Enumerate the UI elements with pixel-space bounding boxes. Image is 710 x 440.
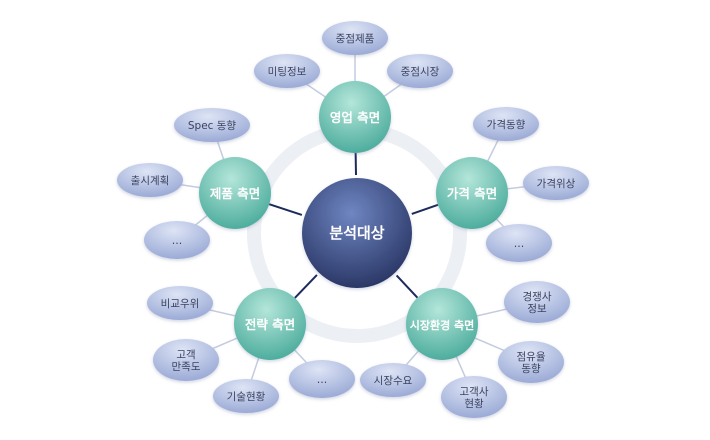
connector-product xyxy=(268,203,303,216)
leaf-label: 출시계획 xyxy=(131,175,170,187)
aspect-label: 가격 측면 xyxy=(447,186,497,201)
aspect-label: 제품 측면 xyxy=(210,186,260,201)
aspect-label: 영업 측면 xyxy=(330,110,380,125)
leaf-node-strategy: … xyxy=(289,360,355,398)
aspect-node-strategy: 전략 측면 xyxy=(234,288,306,360)
center-circle xyxy=(302,178,412,288)
leaf-node-product: … xyxy=(144,221,210,259)
leaf-bubble xyxy=(504,281,570,323)
leaf-bubble xyxy=(254,54,320,88)
leaf-node-sales: 중점시장 xyxy=(387,54,453,88)
leaf-bubble xyxy=(174,108,250,142)
connector-strategy xyxy=(294,274,318,299)
leaf-label: … xyxy=(172,235,183,247)
leaf-label: 비교우위 xyxy=(161,297,200,310)
leaf-label: 정보 xyxy=(527,303,547,315)
leaf-label: 경쟁사 xyxy=(523,290,552,303)
leaf-bubble xyxy=(213,379,279,413)
leaf-node-sales: 중점제품 xyxy=(322,21,388,55)
aspect-label: 시장환경 측면 xyxy=(410,318,475,332)
leaf-node-price: 가격위상 xyxy=(523,166,589,200)
aspect-circle xyxy=(199,157,271,229)
leaf-node-strategy: 비교우위 xyxy=(147,286,213,320)
leaf-bubble xyxy=(147,286,213,320)
leaf-label: 시장수요 xyxy=(374,375,413,387)
leaf-node-product: Spec 동향 xyxy=(174,108,250,142)
hub-connectors xyxy=(268,152,439,299)
aspect-label: 전략 측면 xyxy=(245,317,295,332)
leaf-node-market: 시장수요 xyxy=(360,363,426,397)
leaf-node-price: … xyxy=(486,224,552,262)
connector-market xyxy=(395,274,419,299)
leaf-label: 미팅정보 xyxy=(268,66,307,78)
leaf-bubble xyxy=(441,376,507,418)
aspect-node-market: 시장환경 측면 xyxy=(406,288,478,360)
leaf-bubble xyxy=(117,163,183,197)
leaf-bubble xyxy=(322,21,388,55)
leaf-label: 현황 xyxy=(464,398,484,410)
leaf-bubble xyxy=(153,339,219,381)
aspect-circle xyxy=(406,288,478,360)
leaf-bubble xyxy=(498,341,564,383)
leaf-label: 고객 xyxy=(176,349,195,361)
leaf-label: Spec 동향 xyxy=(188,120,237,132)
leaf-bubble xyxy=(387,54,453,88)
leaf-label: 만족도 xyxy=(172,361,201,373)
leaf-label: 중점제품 xyxy=(336,33,375,45)
leaf-label: 동향 xyxy=(521,363,541,375)
leaf-bubble xyxy=(289,360,355,398)
aspect-circle xyxy=(319,81,391,153)
leaf-node-sales: 미팅정보 xyxy=(254,54,320,88)
aspect-node-price: 가격 측면 xyxy=(436,157,508,229)
aspect-node-product: 제품 측면 xyxy=(199,157,271,229)
leaf-node-strategy: 기술현황 xyxy=(213,379,279,413)
center-node: 분석대상 xyxy=(302,178,412,288)
leaf-bubble xyxy=(360,363,426,397)
aspect-circle xyxy=(436,157,508,229)
center-label: 분석대상 xyxy=(329,224,384,242)
leaf-node-price: 가격동향 xyxy=(473,107,539,141)
leaf-label: … xyxy=(514,238,525,250)
leaf-label: 가격동향 xyxy=(487,118,526,131)
leaf-bubble xyxy=(523,166,589,200)
aspect-node-sales: 영업 측면 xyxy=(319,81,391,153)
leaf-label: 가격위상 xyxy=(537,177,576,190)
leaf-label: 점유율 xyxy=(517,351,546,363)
leaf-bubble xyxy=(486,224,552,262)
leaf-label: 중점시장 xyxy=(401,66,440,78)
leaf-bubble xyxy=(144,221,210,259)
leaf-label: … xyxy=(317,374,328,386)
aspect-circle xyxy=(234,288,306,360)
leaf-bubble xyxy=(473,107,539,141)
leaf-label: 고객사 xyxy=(460,386,489,398)
leaf-label: 기술현황 xyxy=(227,391,266,403)
connector-price xyxy=(411,203,439,215)
leaf-node-product: 출시계획 xyxy=(117,163,183,197)
